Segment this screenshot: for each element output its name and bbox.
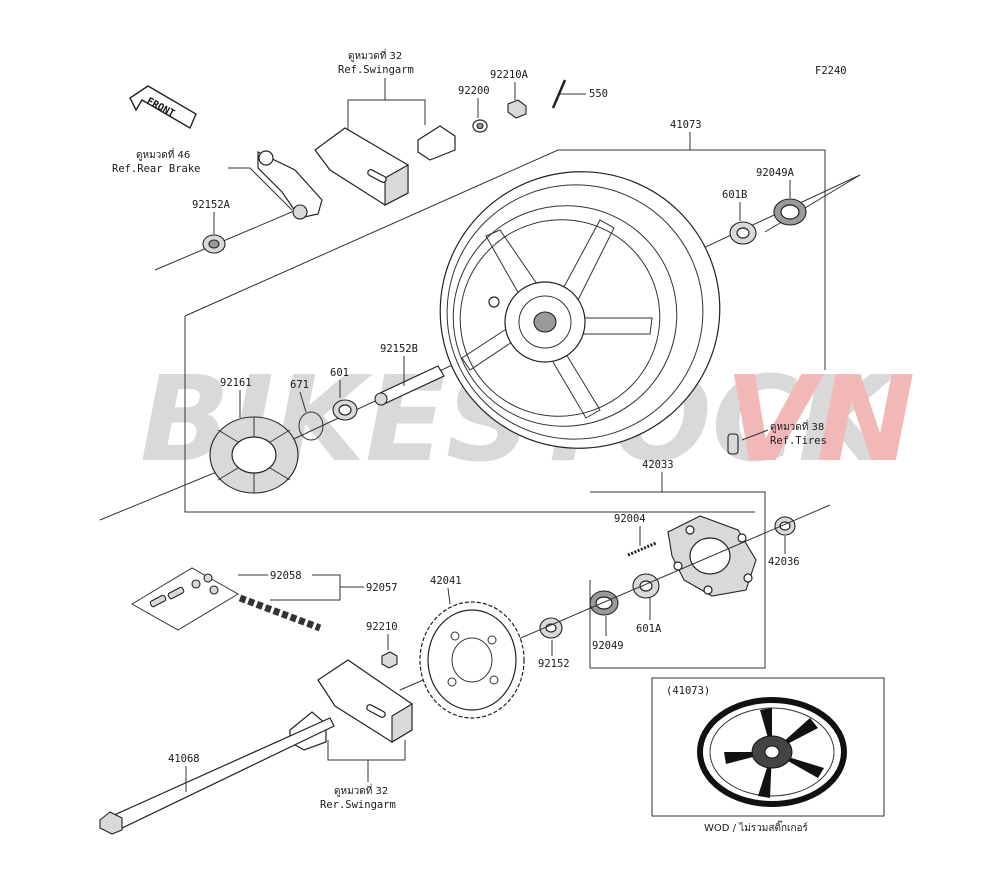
label-92057: 92057 xyxy=(366,582,398,594)
ref-tires-line2: Ref.Tires xyxy=(770,435,827,447)
part-601A: 601A xyxy=(632,573,662,635)
ref-rear-brake: ดูหมวดที่ 46 Ref.Rear Brake xyxy=(112,147,293,211)
part-550: 550 xyxy=(551,79,608,109)
wheel-group-outline xyxy=(184,149,826,370)
inset-caption: WOD / ไม่รวมสติ๊กเกอร์ xyxy=(704,820,809,834)
brake-bracket xyxy=(257,150,323,220)
part-601B: 601B xyxy=(722,189,757,245)
label-92049A: 92049A xyxy=(756,167,795,179)
part-92200: 92200 xyxy=(458,85,490,133)
part-41073-label: 41073 xyxy=(670,119,702,150)
label-550: 550 xyxy=(589,88,608,100)
ref-rear-brake-line2: Ref.Rear Brake xyxy=(112,163,201,175)
front-arrow-icon: FRONT xyxy=(129,85,197,130)
label-92004: 92004 xyxy=(614,513,646,525)
part-92210: 92210 xyxy=(366,621,398,669)
label-92152B: 92152B xyxy=(380,343,418,355)
ref-swingarm-top: ดูหมวดที่ 32 Ref.Swingarm xyxy=(338,48,426,138)
diagram-code: F2240 xyxy=(815,65,847,77)
ref-tires: ดูหมวดที่ 38 Ref.Tires xyxy=(727,419,827,455)
wheel-group-outline-lower xyxy=(184,316,755,513)
part-42036: 42036 xyxy=(768,516,800,568)
label-601B: 601B xyxy=(722,189,747,201)
label-42033: 42033 xyxy=(642,459,674,471)
ref-rear-brake-line1: ดูหมวดที่ 46 xyxy=(136,147,190,161)
swingarm-end-bottom: ดูหมวดที่ 32 Rer.Swingarm xyxy=(289,659,413,811)
part-92161: 92161 xyxy=(209,377,299,494)
part-92049: 92049 xyxy=(589,590,624,652)
label-92210A: 92210A xyxy=(490,69,529,81)
swingarm-end-top xyxy=(314,125,456,206)
valve-stem-icon xyxy=(727,433,739,455)
label-41073: 41073 xyxy=(670,119,702,131)
label-42041: 42041 xyxy=(430,575,462,587)
label-92152: 92152 xyxy=(538,658,570,670)
part-41068-axle: 41068 xyxy=(99,717,335,835)
label-92200: 92200 xyxy=(458,85,490,97)
label-601A: 601A xyxy=(636,623,662,635)
inset-wheel-variant: (41073) WOD / ไม่รวมสติ๊กเกอร์ xyxy=(651,677,885,834)
part-92152B: 92152B xyxy=(374,343,445,406)
part-92049A: 92049A xyxy=(756,167,807,226)
inset-title: (41073) xyxy=(666,685,710,697)
part-42033-group: 42033 xyxy=(589,459,766,669)
part-601: 601 xyxy=(330,367,358,421)
label-92049: 92049 xyxy=(592,640,624,652)
watermark-text-vn: VN xyxy=(725,350,915,488)
part-42041-sprocket: 42041 xyxy=(419,575,525,719)
ref-swingarm-bottom-line1: ดูหมวดที่ 32 xyxy=(334,783,388,797)
label-601: 601 xyxy=(330,367,349,379)
ref-tires-line1: ดูหมวดที่ 38 xyxy=(770,419,824,433)
label-92161: 92161 xyxy=(220,377,252,389)
ref-swingarm-top-line1: ดูหมวดที่ 32 xyxy=(348,48,402,62)
label-92210: 92210 xyxy=(366,621,398,633)
ref-swingarm-top-line2: Ref.Swingarm xyxy=(338,64,414,76)
chain-adjuster-set: 92058 92057 xyxy=(131,567,398,632)
ref-swingarm-bottom-line2: Rer.Swingarm xyxy=(320,799,396,811)
part-92152: 92152 xyxy=(538,617,570,670)
label-41068: 41068 xyxy=(168,753,200,765)
label-42036: 42036 xyxy=(768,556,800,568)
label-92152A: 92152A xyxy=(192,199,231,211)
part-92152A: 92152A xyxy=(192,199,231,254)
rear-wheel-41073 xyxy=(439,171,721,449)
part-671: 671 xyxy=(290,379,324,441)
part-92004: 92004 xyxy=(614,513,657,557)
label-92058: 92058 xyxy=(270,570,302,582)
label-671: 671 xyxy=(290,379,309,391)
part-92210A: 92210A xyxy=(490,69,529,119)
